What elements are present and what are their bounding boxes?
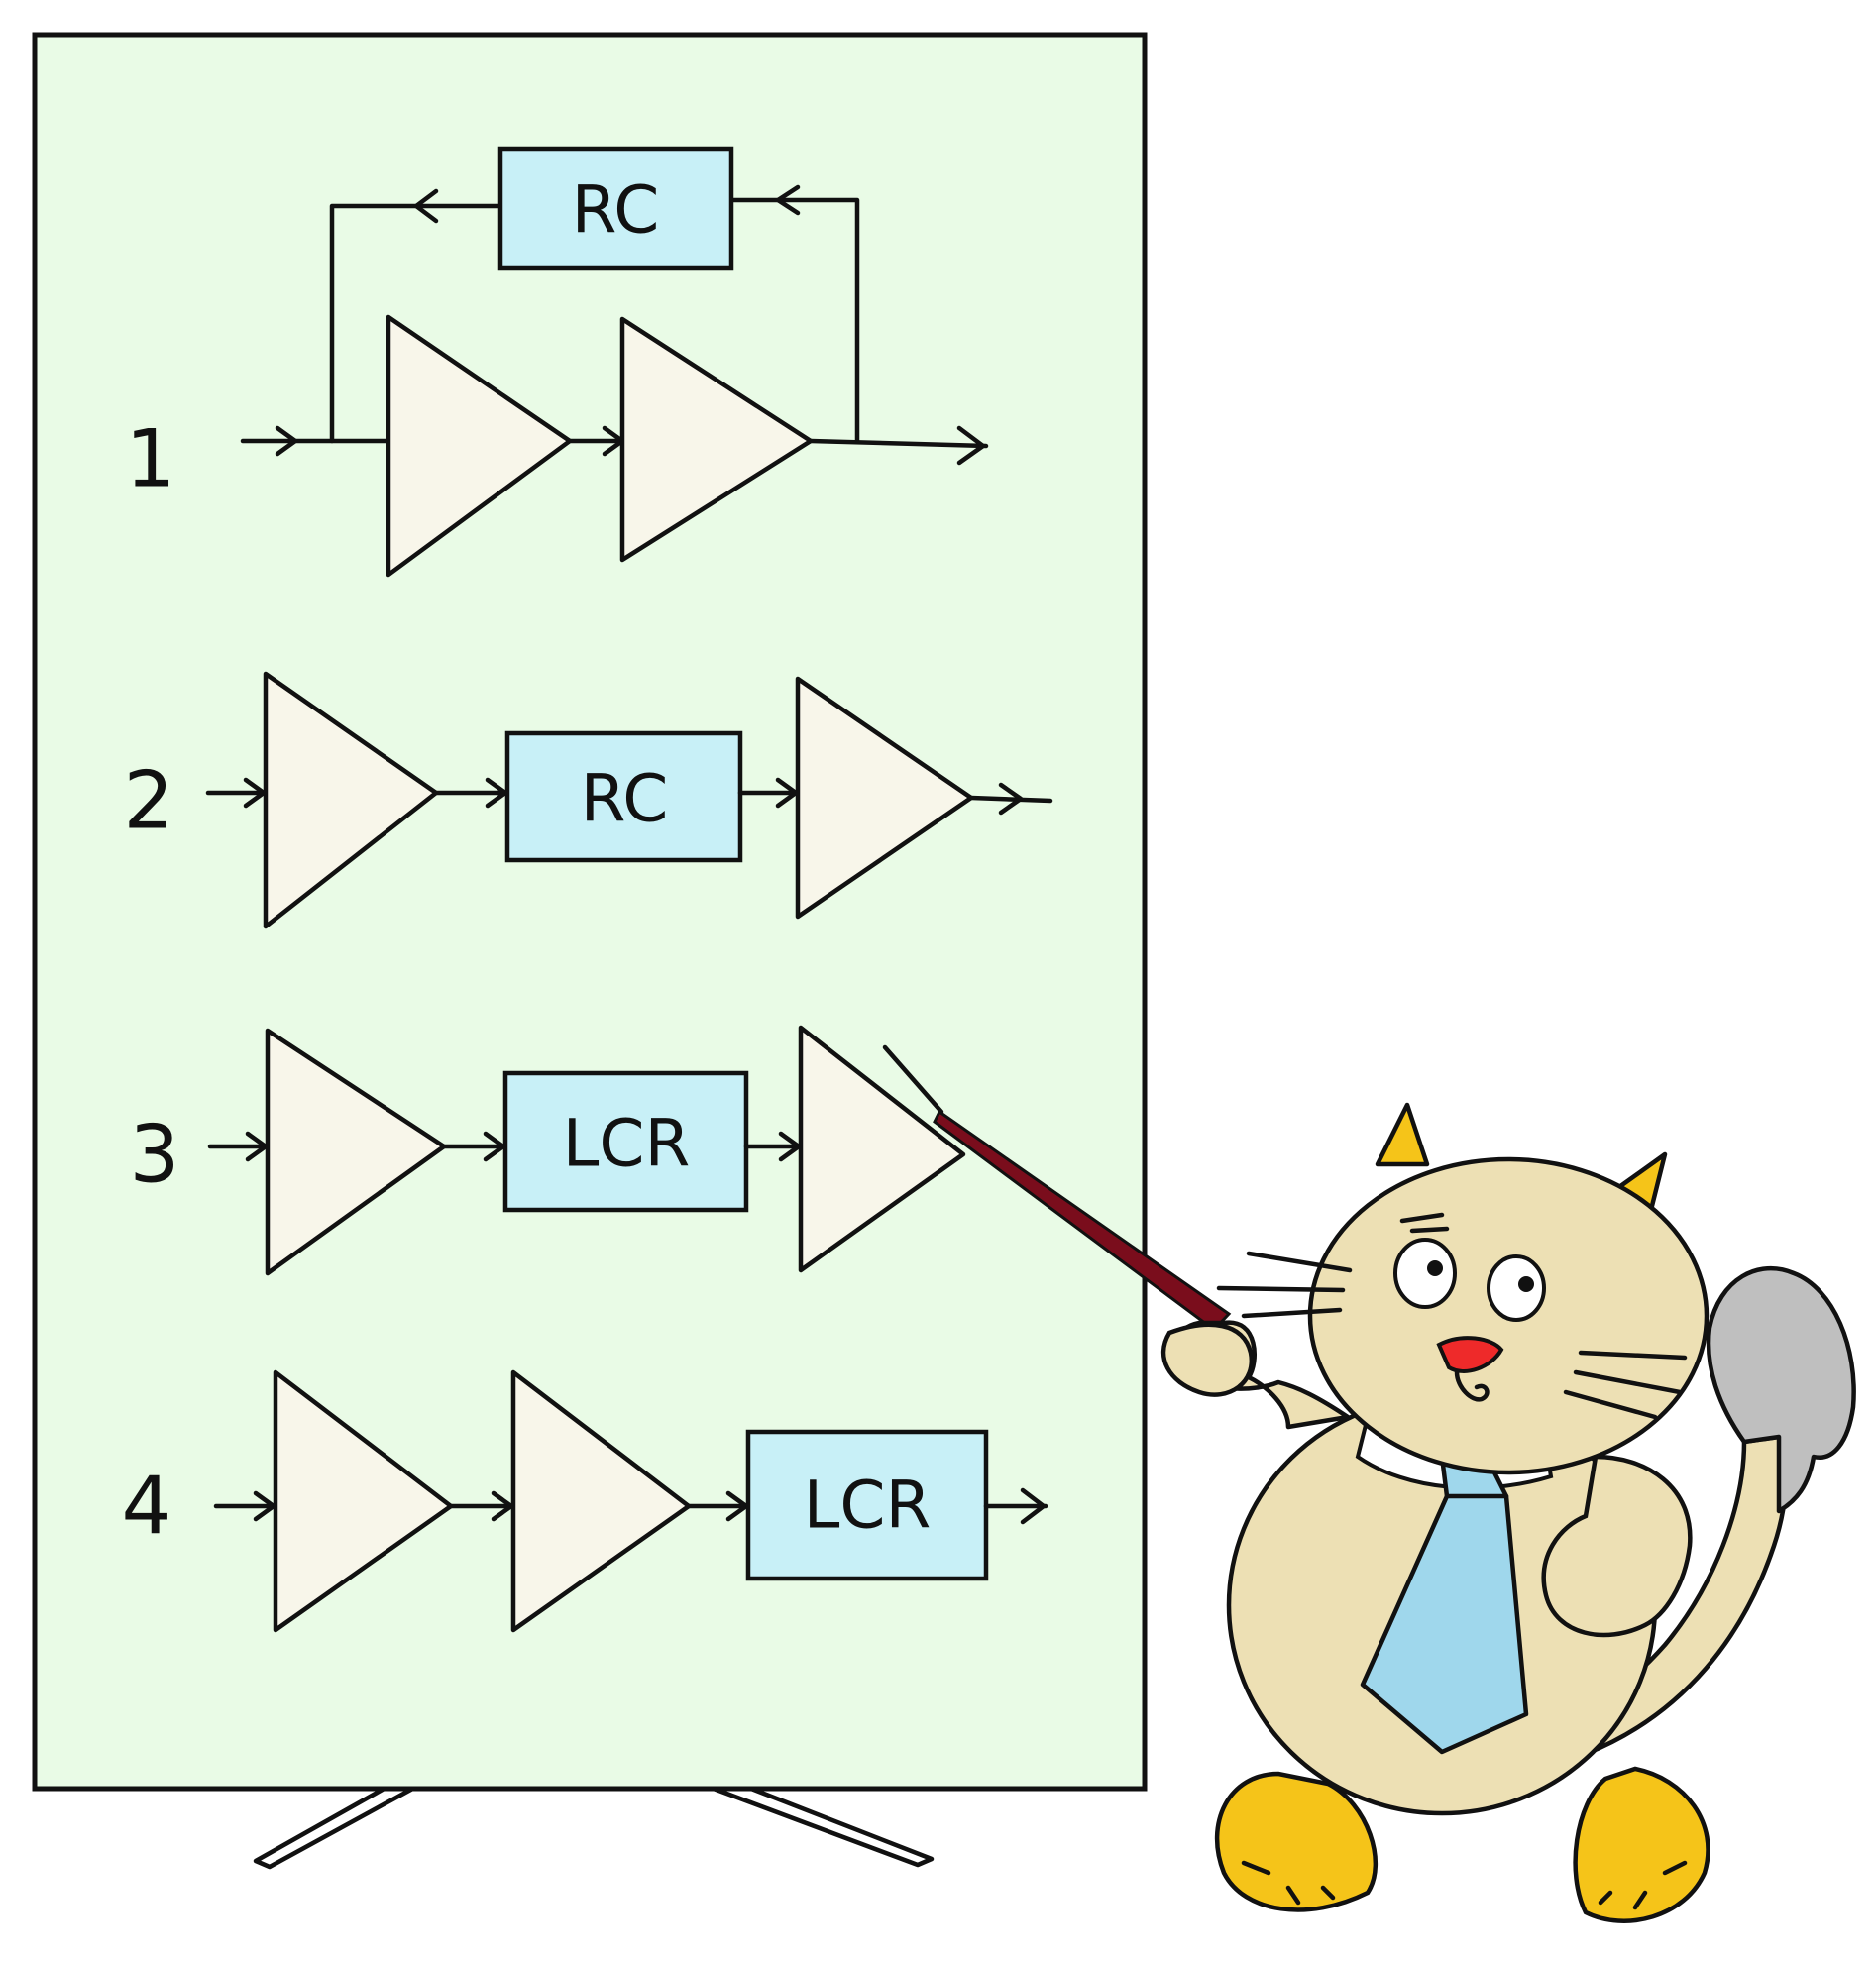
diagram-row-3: 3 LCR	[130, 1025, 966, 1276]
board-stand-icon	[253, 1779, 935, 1870]
filter-box	[504, 730, 743, 863]
amplifier-triangle	[273, 1369, 454, 1633]
amplifier-triangle	[798, 1025, 966, 1273]
amplifier-triangle	[510, 1369, 692, 1633]
filter-label: RC	[581, 761, 669, 837]
amplifier-triangle	[795, 676, 974, 920]
amplifier-triangle	[265, 1028, 447, 1276]
row-number: 2	[124, 755, 174, 847]
amplifier-triangle	[386, 314, 573, 578]
amplifier-triangle	[619, 316, 814, 563]
cat-nose	[1436, 1336, 1504, 1373]
cat-whiskers	[1216, 1251, 1688, 1420]
amplifier-triangle	[263, 671, 439, 929]
diagram-row-2: 2 RC	[124, 671, 1053, 929]
diagram-row-1: 1 RC	[126, 146, 989, 578]
filter-box	[745, 1429, 989, 1581]
cat-feet	[1214, 1766, 1710, 1923]
filter-label: RC	[572, 172, 660, 249]
filter-box	[502, 1070, 749, 1213]
row-number: 1	[126, 413, 176, 505]
row-number: 4	[122, 1461, 172, 1553]
cat-ear-left	[1375, 1102, 1430, 1167]
filter-label: LCR	[804, 1468, 932, 1544]
cat-presenter	[882, 1044, 1856, 1923]
row-number: 3	[130, 1109, 180, 1201]
cat-tail-tip	[1706, 1265, 1856, 1514]
diagram-row-4: 4 LCR	[122, 1369, 1048, 1633]
cat-arm	[1541, 1454, 1693, 1638]
filter-box	[497, 146, 734, 271]
filter-label: LCR	[563, 1106, 691, 1182]
cat-eyes	[1393, 1212, 1546, 1322]
